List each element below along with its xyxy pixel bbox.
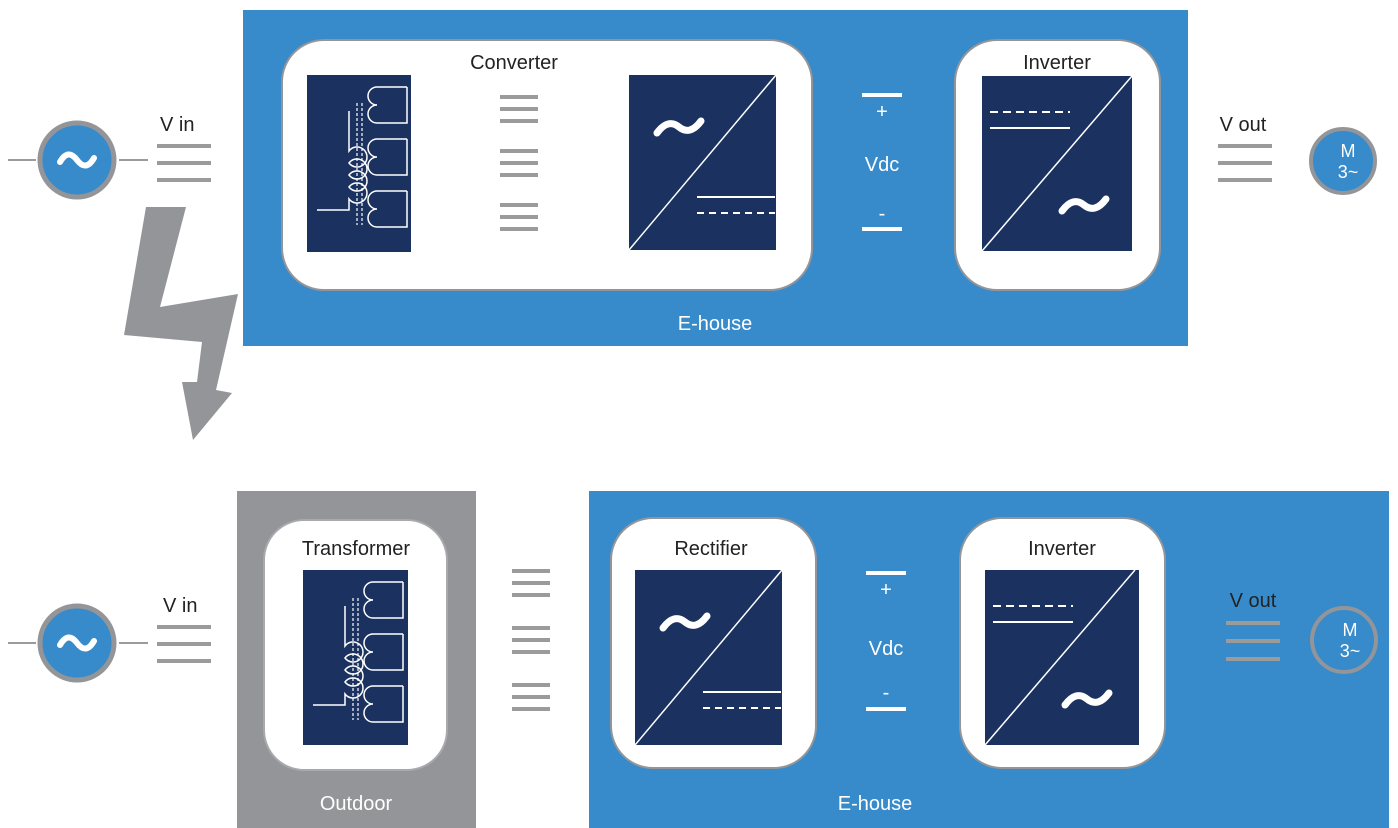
bottom-motor-letter: M [1343,620,1358,640]
bottom-dc-plus: + [880,579,892,601]
top-vout-label: V out [1220,114,1267,136]
sine-wave-icon [57,151,97,169]
top-dc-plus: + [876,101,888,123]
bottom-ehouse-label: E-house [838,793,913,815]
rectifier-block [635,570,782,745]
top-dc-minus: - [879,203,886,225]
bottom-link-bars-3 [512,683,550,711]
sine-wave-icon [57,634,97,652]
bottom-vdc-label: Vdc [869,638,903,660]
bottom-ac-source [8,603,148,683]
converter-rectifier-block [629,75,776,250]
bottom-link-bars-2 [512,626,550,654]
bottom-vout-bars [1226,621,1280,661]
top-motor-phase: 3~ [1338,162,1359,182]
outdoor-label: Outdoor [320,793,393,815]
top-vin-label: V in [160,114,194,136]
bottom-vout-label: V out [1230,590,1277,612]
bottom-topology: V in Transformer Outdoor Rectifier [8,491,1389,828]
bottom-dc-minus: - [883,682,890,704]
top-vdc-label: Vdc [865,154,899,176]
bottom-vin-bars [157,625,211,663]
bottom-inverter-title: Inverter [1028,538,1096,560]
bottom-vin-label: V in [163,595,197,617]
bottom-link-bars-1 [512,569,550,597]
top-dc-link: + Vdc - [862,93,902,231]
transformer-block [303,570,408,745]
top-vin-bars [157,144,211,182]
converter-title: Converter [470,52,558,74]
top-motor: M 3~ [1309,127,1377,195]
top-inverter-title: Inverter [1023,52,1091,74]
rectifier-title: Rectifier [674,538,748,560]
top-inverter-block [982,76,1132,251]
bottom-motor-phase: 3~ [1340,641,1361,661]
converter-transformer-block [307,75,411,252]
bottom-dc-link: + Vdc - [866,571,906,711]
top-motor-letter: M [1341,141,1356,161]
lightning-arrow-icon [124,207,238,440]
top-ehouse-label: E-house [678,313,753,335]
top-topology: V in Converter + Vdc - [8,10,1377,346]
top-vout-bars [1218,144,1272,182]
transformer-title: Transformer [302,538,411,560]
bottom-inverter-block [985,570,1139,745]
bottom-motor: M 3~ [1310,606,1378,674]
top-ac-source [8,120,148,200]
